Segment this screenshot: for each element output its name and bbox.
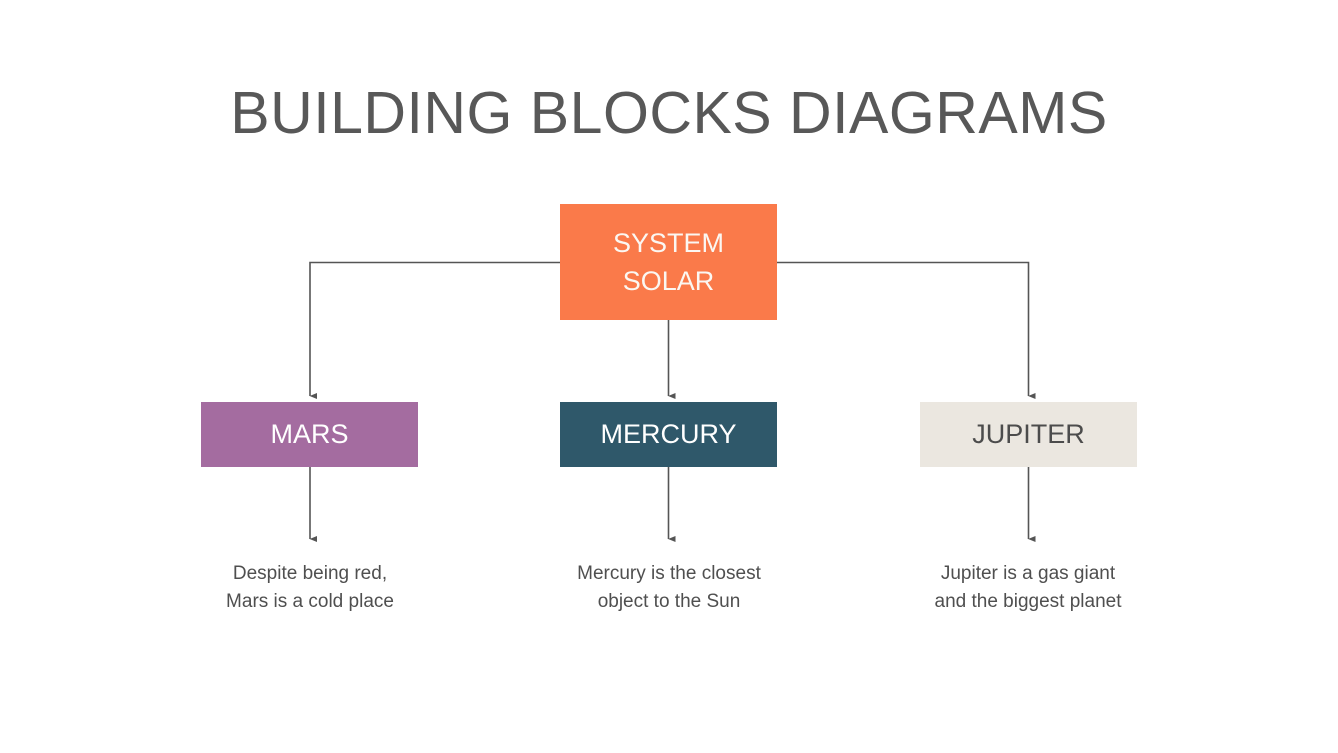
diagram-node-mars[interactable]: MARS	[201, 402, 418, 467]
page-title: BUILDING BLOCKS DIAGRAMS	[230, 80, 1108, 146]
diagram-caption-jupiter: Jupiter is a gas giant and the biggest p…	[934, 563, 1122, 612]
diagram-caption-mercury: Mercury is the closest object to the Sun	[577, 563, 761, 612]
decoration-bottom-right-teal-square	[1201, 685, 1270, 753]
decoration-top-left-beige-square	[68, 0, 137, 68]
diagram-node-label-system-solar: SYSTEM SOLAR	[612, 228, 725, 296]
diagram-node-jupiter[interactable]: JUPITER	[920, 402, 1137, 467]
diagram-node-label-jupiter: JUPITER	[972, 419, 1085, 449]
connector-root-to-jupiter	[777, 261, 1036, 400]
decoration-bottom-right-purple-square	[1270, 685, 1338, 753]
diagram-caption-mars: Despite being red, Mars is a cold place	[226, 563, 394, 612]
diagram-node-mercury[interactable]: MERCURY	[560, 402, 777, 467]
diagram-node-label-mercury: MERCURY	[600, 419, 737, 449]
connector-root-to-mars	[309, 261, 560, 400]
diagram-node-label-mars: MARS	[270, 419, 349, 449]
decoration-bottom-right-orange-square	[1270, 617, 1338, 685]
decoration-top-left-orange-square	[0, 0, 68, 68]
diagram-node-system-solar[interactable]: SYSTEM SOLAR	[560, 204, 777, 320]
